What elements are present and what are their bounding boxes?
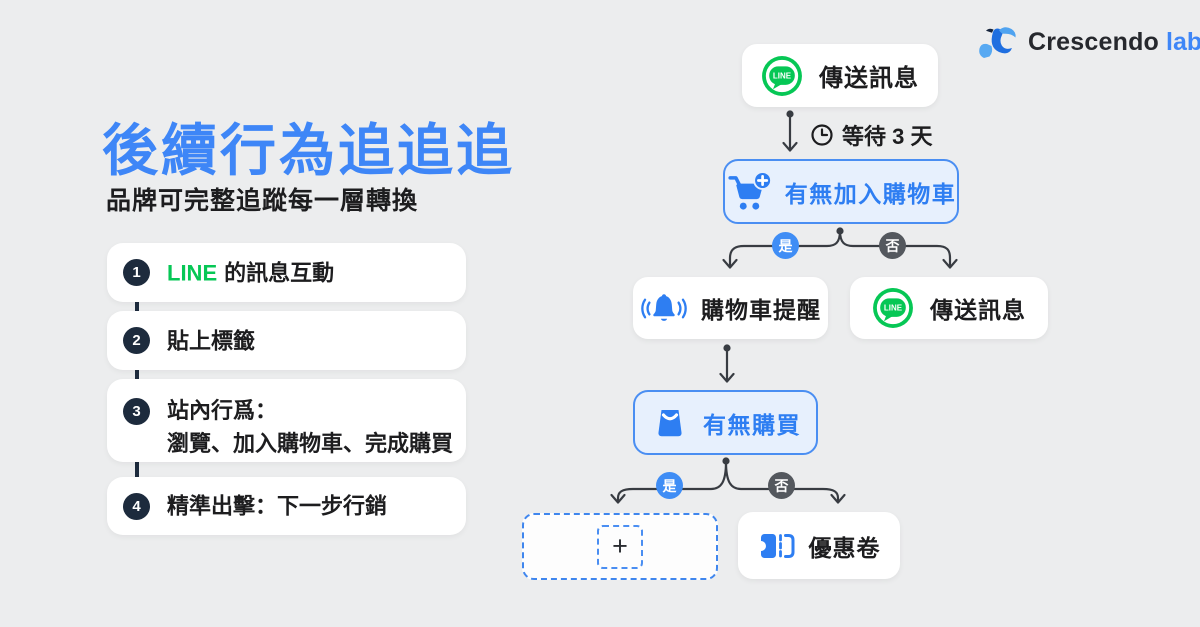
step-text: 站內行爲： 瀏覽、加入購物車、完成購買: [167, 394, 453, 460]
step-label-line1: 站內行爲：: [167, 398, 278, 423]
svg-text:LINE: LINE: [884, 304, 902, 313]
line-app-icon: LINE: [762, 55, 802, 96]
node-send-message-top: LINE 傳送訊息: [742, 44, 938, 107]
wait-annotation: 等待 3 天: [810, 119, 932, 151]
step-number-badge: 1: [123, 259, 150, 286]
step-card-4: 4 精準出擊：下一步行銷: [107, 477, 466, 535]
shopping-bag-icon: [658, 409, 682, 436]
wait-label: 等待 3 天: [842, 124, 933, 149]
bell-notification-icon: [641, 293, 687, 321]
page-title: 後續行為追追追: [102, 119, 515, 182]
branch-yes-badge: 是: [772, 232, 799, 259]
node-label: 優惠卷: [808, 534, 881, 561]
step-label: 的訊息互動: [224, 260, 335, 285]
brand-logo: Crescendo lab: [975, 22, 1200, 62]
brand-name: Crescendo: [1028, 27, 1160, 56]
decision-purchase: 有無購買: [633, 390, 818, 455]
page-subtitle: 品牌可完整追蹤每一層轉換: [106, 187, 419, 215]
step-label: 精準出擊：下一步行銷: [167, 493, 388, 519]
line-app-icon: LINE: [873, 288, 913, 328]
branch-no-badge: 否: [768, 472, 795, 499]
step-label: 貼上標籤: [167, 328, 256, 353]
crescendo-bird-icon: [979, 27, 1016, 58]
step-number-badge: 3: [123, 398, 150, 425]
step-card-3: 3 站內行爲： 瀏覽、加入購物車、完成購買: [107, 379, 466, 462]
step-label-line2: 瀏覽、加入購物車、完成購買: [167, 431, 454, 456]
node-label: 傳送訊息: [819, 65, 919, 92]
svg-text:LINE: LINE: [773, 71, 791, 80]
node-send-message-no-branch: LINE 傳送訊息: [850, 277, 1048, 339]
line-brand-text: LINE: [167, 260, 218, 285]
clock-icon: [811, 124, 833, 146]
step-number-badge: 4: [123, 492, 150, 520]
decision-add-to-cart: 有無加入購物車: [723, 159, 959, 224]
empty-next-step-placeholder[interactable]: +: [522, 513, 718, 580]
coupon-ticket-icon: [757, 533, 794, 558]
decision-label: 有無加入購物車: [784, 180, 957, 207]
add-to-cart-icon: [728, 170, 772, 210]
node-label: 購物車提醒: [701, 297, 821, 323]
step-card-2: 2 貼上標籤: [107, 311, 466, 370]
plus-icon: +: [612, 531, 628, 561]
node-coupon: 優惠卷: [738, 512, 900, 579]
decision-label: 有無購買: [703, 411, 801, 438]
add-step-button[interactable]: +: [597, 524, 643, 569]
branch-no-badge: 否: [879, 232, 906, 259]
node-label: 傳送訊息: [930, 297, 1026, 323]
branch-yes-badge: 是: [656, 472, 683, 499]
node-cart-reminder: 購物車提醒: [633, 277, 828, 339]
step-number-badge: 2: [123, 327, 150, 354]
brand-suffix: lab: [1166, 27, 1200, 56]
